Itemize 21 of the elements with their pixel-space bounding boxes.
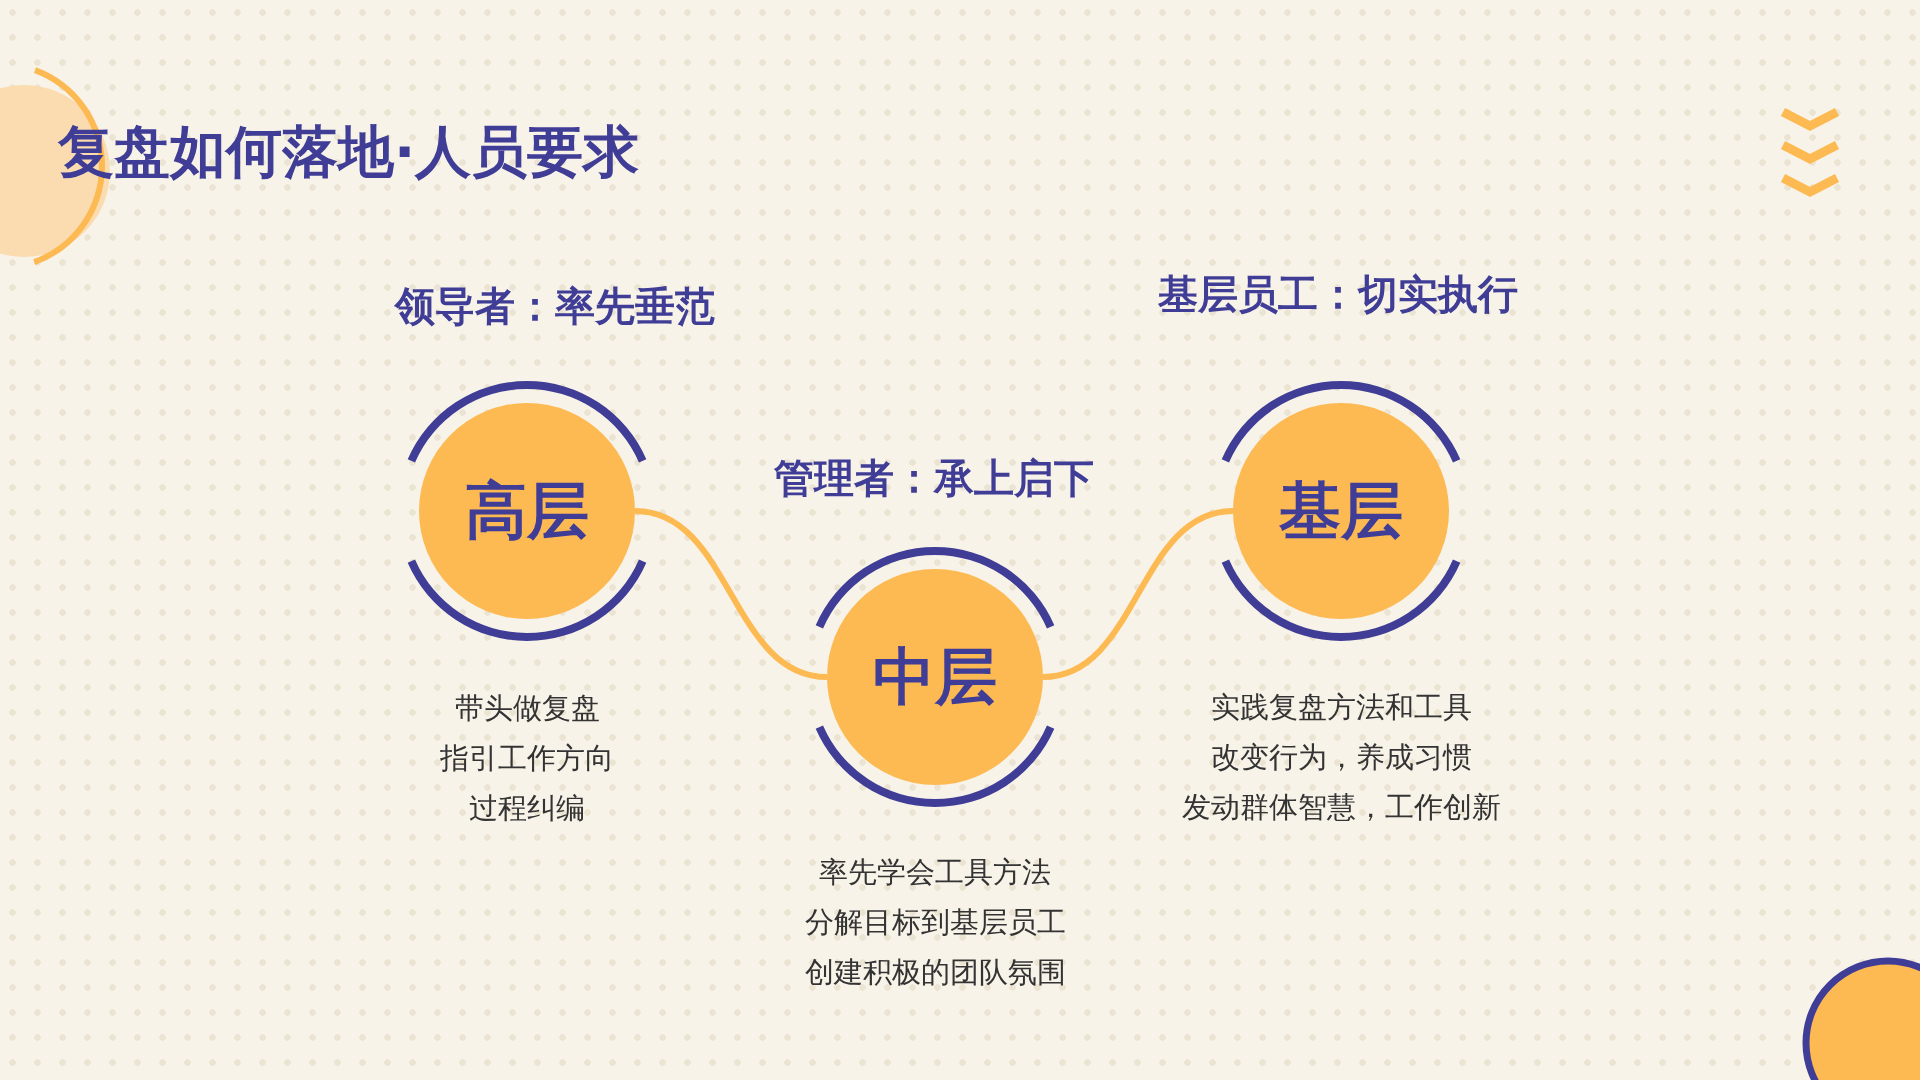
level-circle xyxy=(419,403,635,619)
level-label: 基层 xyxy=(1279,473,1403,549)
description-text: 带头做复盘 xyxy=(454,690,600,726)
description-text: 改变行为，养成习惯 xyxy=(1210,739,1472,775)
role-heading: 领导者：率先垂范 xyxy=(395,284,715,328)
level-label: 高层 xyxy=(465,473,589,549)
level-circle xyxy=(827,569,1043,785)
level-label: 中层 xyxy=(873,639,997,715)
description-text: 创建积极的团队氛围 xyxy=(804,954,1066,990)
connector-curve xyxy=(634,508,828,680)
description-text: 率先学会工具方法 xyxy=(819,854,1051,890)
role-heading: 基层员工：切实执行 xyxy=(1158,272,1518,316)
description-text: 指引工作方向 xyxy=(440,740,614,776)
description-text: 分解目标到基层员工 xyxy=(804,904,1066,940)
description-text: 发动群体智慧，工作创新 xyxy=(1181,789,1501,825)
description-text: 实践复盘方法和工具 xyxy=(1210,689,1472,725)
description-text: 过程纠编 xyxy=(469,790,585,826)
title: 复盘如何落地·人员要求 xyxy=(58,124,640,180)
level-circle xyxy=(1233,403,1449,619)
connector-curve xyxy=(1042,508,1234,680)
role-heading: 管理者：承上启下 xyxy=(774,456,1094,500)
